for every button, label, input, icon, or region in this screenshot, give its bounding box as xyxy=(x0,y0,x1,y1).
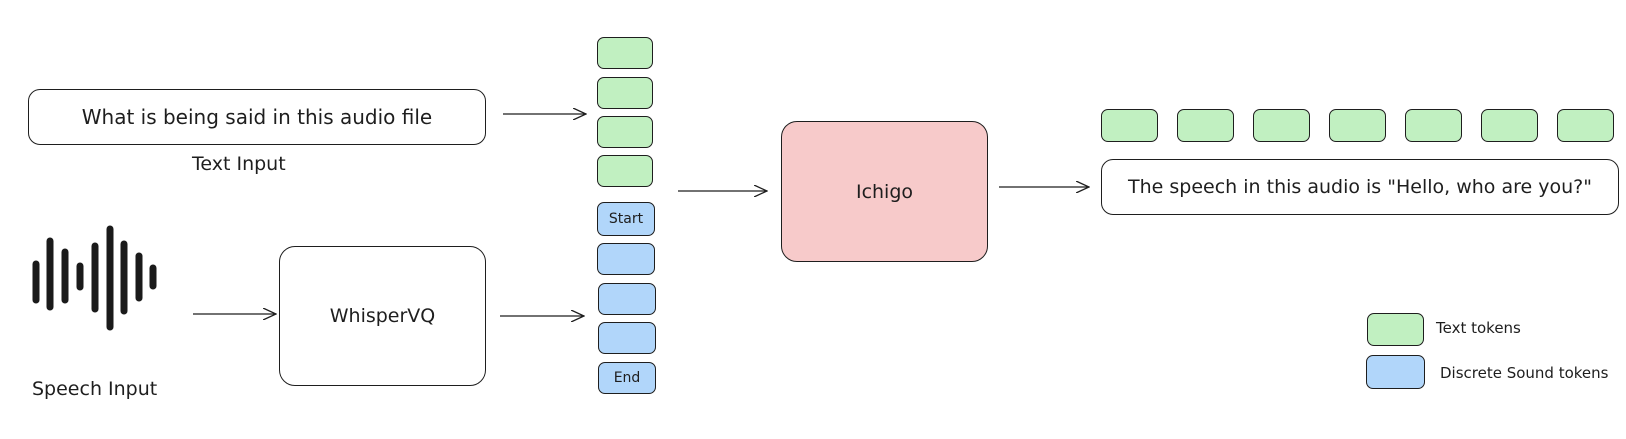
legend-text-token-swatch xyxy=(1367,313,1424,346)
sound-token xyxy=(598,322,656,354)
legend-text-tokens-label: Text tokens xyxy=(1436,319,1521,337)
text-token xyxy=(597,37,653,69)
sound-wave-icon xyxy=(32,225,157,331)
whispervq-encoder-box: WhisperVQ xyxy=(279,246,486,386)
text-input-caption: Text Input xyxy=(192,153,286,175)
text-input-text: What is being said in this audio file xyxy=(81,105,433,129)
output-text-token xyxy=(1481,109,1538,142)
ichigo-label: Ichigo xyxy=(855,180,914,203)
text-token xyxy=(597,155,653,187)
output-text-token xyxy=(1329,109,1386,142)
sound-token-end: End xyxy=(598,362,656,394)
output-text-token xyxy=(1405,109,1462,142)
start-token-label: Start xyxy=(608,211,644,227)
output-text: The speech in this audio is "Hello, who … xyxy=(1128,176,1592,198)
ichigo-model-box: Ichigo xyxy=(781,121,988,262)
sound-token-start: Start xyxy=(597,202,655,236)
end-token-label: End xyxy=(613,370,641,386)
whispervq-label: WhisperVQ xyxy=(329,305,436,327)
sound-token xyxy=(598,283,656,315)
output-text-token xyxy=(1177,109,1234,142)
legend-sound-token-swatch xyxy=(1366,355,1425,389)
output-text-token xyxy=(1557,109,1614,142)
speech-input-caption: Speech Input xyxy=(32,378,158,400)
text-token xyxy=(597,77,653,109)
legend-sound-tokens-label: Discrete Sound tokens xyxy=(1440,364,1609,382)
text-token xyxy=(597,116,653,148)
text-input-box: What is being said in this audio file xyxy=(28,89,486,145)
output-text-box: The speech in this audio is "Hello, who … xyxy=(1101,159,1619,215)
output-text-token xyxy=(1253,109,1310,142)
sound-token xyxy=(597,243,655,275)
output-text-token xyxy=(1101,109,1158,142)
